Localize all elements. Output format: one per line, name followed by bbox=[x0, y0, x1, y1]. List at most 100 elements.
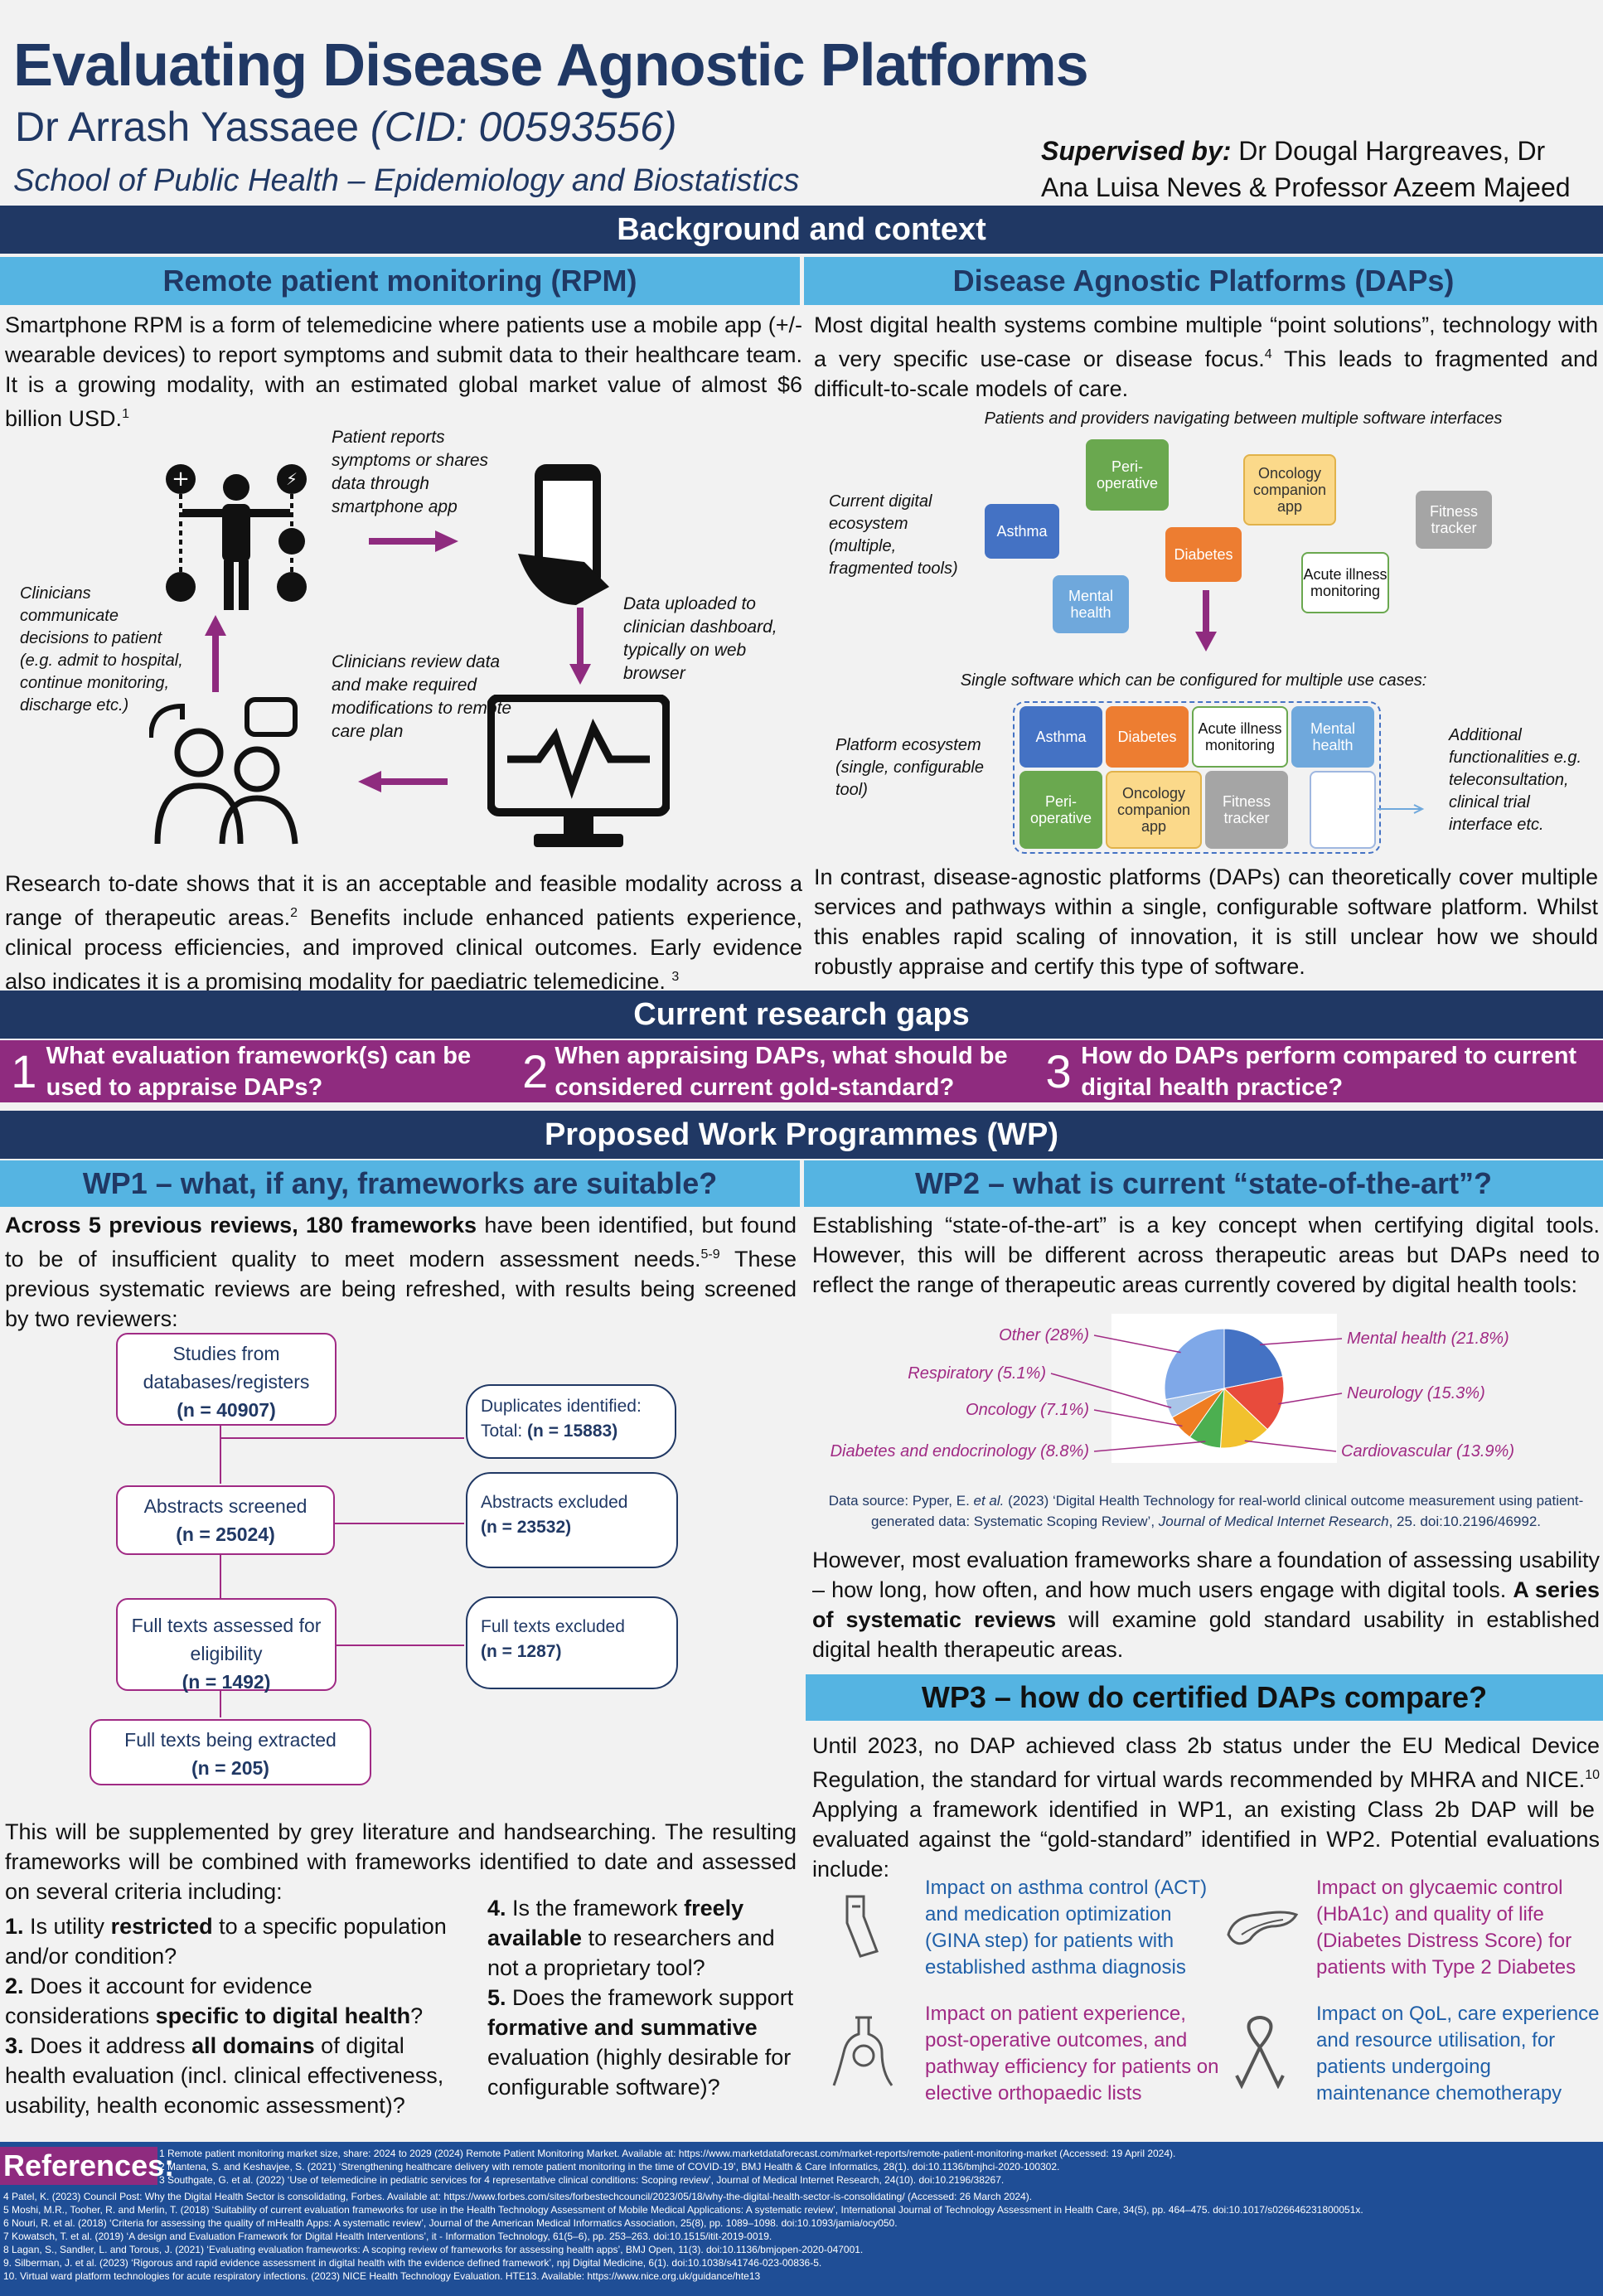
prisma-flow: Studies from databases/registers (n = 40… bbox=[0, 1326, 800, 1790]
clinicians-communicate-label: Clinicians communicate decisions to pati… bbox=[20, 584, 183, 714]
wp2-heading: WP2 – what is current “state-of-the-art”… bbox=[804, 1160, 1603, 1207]
prisma-fulltexts-excluded-box: Full texts excluded (n = 1287) bbox=[466, 1596, 678, 1689]
arrow-right-icon bbox=[369, 530, 458, 552]
background-heading: Background and context bbox=[0, 206, 1603, 254]
reference-item: 10. Virtual ward platform technologies f… bbox=[3, 2270, 761, 2282]
wp1-heading: WP1 – what, if any, frameworks are suita… bbox=[0, 1160, 800, 1207]
rpm-diagram: + ⚡ Patient reports symptoms or shares d… bbox=[0, 421, 800, 860]
arrow-right-icon bbox=[1378, 804, 1425, 814]
inhaler-icon bbox=[845, 1895, 879, 1958]
monitor-dashboard-icon bbox=[487, 695, 670, 847]
pie-label: Mental health (21.8%) bbox=[1347, 1330, 1509, 1348]
current-ecosystem-label: Current digital ecosystem (multiple, fra… bbox=[829, 492, 958, 578]
poster-title: Evaluating Disease Agnostic Platforms bbox=[13, 32, 1089, 99]
rpm-heading: Remote patient monitoring (RPM) bbox=[0, 257, 800, 305]
pie-label: Oncology (7.1%) bbox=[966, 1401, 1089, 1419]
patient-reports-label: Patient reports symptoms or shares data … bbox=[332, 428, 489, 516]
gap-item: 3 How do DAPs perform compared to curren… bbox=[1045, 1042, 1577, 1101]
references-bar bbox=[0, 2142, 1603, 2296]
wp2-data-source: Data source: Pyper, E. et al. (2023) ‘Di… bbox=[828, 1493, 1584, 1529]
ribbon-icon bbox=[1235, 2016, 1285, 2089]
platform-diabetes: Diabetes bbox=[1106, 706, 1189, 768]
pie-label: Diabetes and endocrinology (8.8%) bbox=[831, 1442, 1089, 1460]
supervisors: Supervised by: Dr Dougal Hargreaves, Dr … bbox=[1041, 133, 1596, 206]
app-oncology: Oncology companion app bbox=[1243, 454, 1336, 526]
pie-label: Other (28%) bbox=[999, 1326, 1089, 1344]
criterion-3: 3. Does it address all domains of digita… bbox=[5, 2033, 444, 2118]
gaps-heading: Current research gaps bbox=[0, 991, 1603, 1039]
wp1-supplement: This will be supplemented by grey litera… bbox=[5, 1819, 797, 1904]
patient-symptoms-icon: + ⚡ bbox=[166, 464, 307, 610]
platform-mental: Mental health bbox=[1291, 706, 1374, 768]
pie-label: Cardiovascular (13.9%) bbox=[1341, 1442, 1514, 1460]
wp2-however: However, most evaluation frameworks shar… bbox=[812, 1548, 1601, 1662]
pie-leader-line bbox=[1244, 1440, 1337, 1452]
arrow-down-icon bbox=[569, 608, 591, 685]
wp3-intro: Until 2023, no DAP achieved class 2b sta… bbox=[812, 1733, 1600, 1882]
dap-diagram-caption: Patients and providers navigating betwee… bbox=[984, 409, 1503, 428]
references-bottom: 4 Patel, K. (2023) Council Post: Why the… bbox=[3, 2190, 1595, 2283]
prisma-connectors bbox=[220, 1396, 464, 1717]
wp1-intro: Across 5 previous reviews, 180 framework… bbox=[5, 1213, 797, 1331]
references-label: References: bbox=[0, 2147, 174, 2185]
rpm-research: Research to-date shows that it is an acc… bbox=[5, 871, 802, 994]
app-periop: Peri-operative bbox=[1086, 439, 1169, 511]
pie-leader-line bbox=[1093, 1409, 1183, 1427]
reference-item: 4 Patel, K. (2023) Council Post: Why the… bbox=[3, 2191, 1033, 2202]
arrow-down-icon bbox=[1195, 590, 1217, 652]
eval-orthopaedic: Impact on patient experience, post-opera… bbox=[925, 2003, 1219, 2105]
platform-oncology: Oncology companion app bbox=[1106, 771, 1202, 849]
reference-item: 8 Lagan, S., Sandler, L. and Torous, J. … bbox=[3, 2244, 864, 2255]
pie-label: Respiratory (5.1%) bbox=[908, 1364, 1046, 1383]
supervised-label: Supervised by: bbox=[1041, 136, 1232, 166]
pie-leader-line bbox=[1050, 1373, 1172, 1408]
reference-item: 9. Silberman, J. et al. (2023) ‘Rigorous… bbox=[3, 2257, 822, 2269]
pie-leader-line bbox=[1259, 1338, 1343, 1346]
dap-heading: Disease Agnostic Platforms (DAPs) bbox=[804, 257, 1603, 305]
school-name: School of Public Health – Epidemiology a… bbox=[13, 163, 800, 198]
eval-asthma: Impact on asthma control (ACT) and medic… bbox=[925, 1877, 1208, 1979]
pie-leader-line bbox=[1093, 1334, 1181, 1354]
eval-oncology: Impact on QoL, care experience and resou… bbox=[1316, 2003, 1600, 2105]
therapeutic-areas-pie-chart: Mental health (21.8%)Neurology (15.3%)Ca… bbox=[804, 1314, 1603, 1480]
arrow-up-icon bbox=[205, 615, 226, 692]
reference-item: 1 Remote patient monitoring market size,… bbox=[159, 2148, 1176, 2159]
pancreas-icon bbox=[1227, 1911, 1299, 1945]
criterion-2: 2. Does it account for evidence consider… bbox=[5, 1974, 424, 2028]
platform-ecosystem-label: Platform ecosystem (single, configurable… bbox=[835, 736, 984, 799]
reference-item: 7 Kowatsch, T. et al. (2019) ‘A design a… bbox=[3, 2231, 772, 2242]
gap-item: 1 What evaluation framework(s) can be us… bbox=[11, 1042, 472, 1101]
platform-empty-slot bbox=[1310, 771, 1376, 849]
eval-diabetes: Impact on glycaemic control (HbA1c) and … bbox=[1316, 1877, 1576, 1979]
reference-item: 5 Moshi, M.R., Tooher, R. and Merlin, T.… bbox=[3, 2204, 1363, 2216]
platform-asthma: Asthma bbox=[1019, 706, 1102, 768]
reference-item: 2 Mantena, S. and Keshavjee, S. (2021) ‘… bbox=[159, 2161, 1060, 2172]
wp3-heading: WP3 – how do certified DAPs compare? bbox=[806, 1674, 1603, 1721]
author-cid: (CID: 00593556) bbox=[370, 104, 677, 150]
gaps-bar: 1 What evaluation framework(s) can be us… bbox=[0, 1040, 1603, 1102]
criteria-left: 1. Is utility restricted to a specific p… bbox=[5, 1911, 461, 2120]
svg-text:+: + bbox=[172, 467, 190, 492]
supervisor-names: Dr Dougal Hargreaves, Dr Ana Luisa Neves… bbox=[1041, 136, 1571, 202]
arrow-left-icon bbox=[358, 771, 448, 792]
app-mental: Mental health bbox=[1053, 575, 1129, 633]
platform-fitness: Fitness tracker bbox=[1205, 771, 1288, 849]
knee-icon bbox=[832, 2016, 894, 2086]
criterion-4: 4. Is the framework freely available to … bbox=[487, 1896, 775, 1980]
platform-periop: Peri-operative bbox=[1019, 771, 1102, 849]
dap-intro: Most digital health systems combine mult… bbox=[814, 312, 1598, 401]
gap-item: 2 When appraising DAPs, what should be c… bbox=[522, 1042, 1008, 1101]
app-fitness: Fitness tracker bbox=[1416, 491, 1492, 549]
reference-item: 3 Southgate, G. et al. (2022) ‘Use of te… bbox=[159, 2174, 1005, 2186]
pie-slice bbox=[1164, 1328, 1225, 1401]
platform-acute: Acute illness monitoring bbox=[1192, 706, 1288, 768]
pie-slice bbox=[1223, 1376, 1285, 1431]
prisma-duplicates-box: Duplicates identified: Total: (n = 15883… bbox=[466, 1384, 676, 1459]
criterion-5: 5. Does the framework support formative … bbox=[487, 1985, 794, 2100]
author: Dr Arrash Yassaee (CID: 00593556) bbox=[15, 103, 677, 151]
wp-heading: Proposed Work Programmes (WP) bbox=[0, 1111, 1603, 1159]
rpm-intro: Smartphone RPM is a form of telemedicine… bbox=[5, 312, 802, 431]
svg-text:⚡: ⚡ bbox=[286, 469, 298, 489]
pie-slice bbox=[1223, 1328, 1284, 1389]
clinicians-icon bbox=[149, 697, 298, 845]
